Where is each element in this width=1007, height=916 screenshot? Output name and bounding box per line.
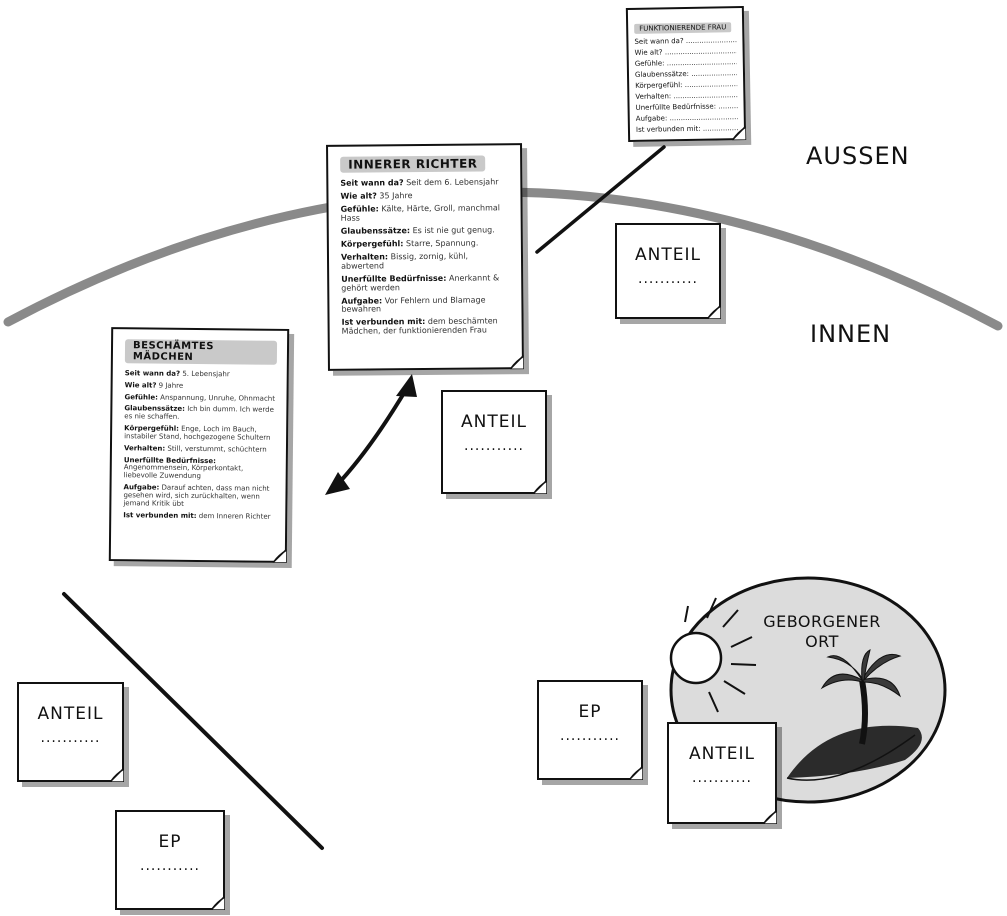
note-ep-left[interactable]: EP ........... (115, 810, 225, 910)
folded-corner-icon (707, 305, 721, 319)
sheet-row: Wie alt? ...............................… (634, 47, 737, 57)
sheet-title: INNERER RICHTER (340, 155, 486, 173)
sheet-ashamed-girl[interactable]: BESCHÄMTES MÄDCHEN Seit wann da? 5. Lebe… (108, 327, 290, 563)
note-ep-right[interactable]: EP ........... (537, 680, 643, 780)
sheet-row: Unerfüllte Bedürfnisse: ................… (635, 102, 738, 112)
sheet-inner-judge[interactable]: INNERER RICHTER Seit wann da? Seit dem 6… (326, 143, 524, 371)
sheet-row: Aufgabe: Darauf achten, dass man nicht g… (123, 483, 270, 508)
sheet-row: Ist verbunden mit: dem Inneren Richter (123, 510, 271, 521)
note-title: EP (578, 702, 602, 722)
sheet-row: Ist verbunden mit: ..................... (635, 124, 739, 134)
sheet-row: Seit wann da? ..........................… (634, 36, 737, 46)
zone-label-outer: AUSSEN (806, 142, 910, 170)
note-placeholder: ........... (464, 438, 524, 454)
folded-corner-icon (110, 768, 124, 782)
sheet-row: Verhalten: Bissig, zornig, kühl, abwerte… (340, 251, 469, 271)
note-anteil-center[interactable]: ANTEIL ........... (441, 390, 547, 494)
folded-corner-icon (509, 355, 524, 370)
safe-place-island (669, 576, 947, 804)
sheet-row: Ist verbunden mit: dem beschämten Mädche… (341, 316, 498, 337)
note-anteil-left[interactable]: ANTEIL ........... (17, 682, 124, 782)
sheet-row: Verhalten: Still, verstummt, schüchtern (123, 444, 267, 454)
sheet-row: Körpergefühl: Enge, Loch im Bauch, insta… (124, 424, 271, 442)
sheet-row: Seit wann da? Seit dem 6. Lebensjahr (340, 177, 499, 188)
note-placeholder: ........... (638, 271, 698, 287)
sheet-row: Glaubenssätze: Es ist nie gut genug. (340, 225, 495, 236)
folded-corner-icon (629, 766, 643, 780)
sun-icon (669, 597, 757, 713)
zone-label-inner: INNEN (810, 320, 892, 348)
sheet-row: Aufgabe: Vor Fehlern und Blamage bewahre… (341, 295, 486, 315)
safe-place-line2: ORT (805, 632, 839, 651)
note-placeholder: ........... (560, 728, 620, 744)
folded-corner-icon (211, 896, 225, 910)
sheet-row: Gefühle: Anspannung, Unruhe, Ohnmacht (124, 392, 276, 403)
sheet-title: BESCHÄMTES MÄDCHEN (124, 339, 278, 365)
folded-corner-icon (272, 548, 287, 563)
sheet-row: Gefühle: Kälte, Härte, Groll, manchmal H… (340, 203, 501, 223)
sheet-title: FUNKTIONIERENDE FRAU (634, 22, 732, 34)
sheet-row: Unerfüllte Bedürfnisse: Anerkannt & gehö… (341, 272, 500, 293)
connector-line-top (535, 145, 666, 254)
divider-line (62, 592, 324, 850)
note-title: ANTEIL (689, 744, 755, 764)
sheet-functioning-woman[interactable]: FUNKTIONIERENDE FRAU Seit wann da? .....… (625, 5, 747, 143)
sheet-row: Unerfüllte Bedürfnisse: Angenommensein, … (123, 455, 244, 481)
note-title: ANTEIL (461, 412, 527, 432)
note-placeholder: ........... (40, 730, 101, 746)
safe-place-label: GEBORGENER ORT (752, 612, 892, 652)
note-anteil-safe-place[interactable]: ANTEIL ........... (667, 722, 777, 824)
note-anteil-outer[interactable]: ANTEIL ........... (615, 223, 721, 319)
sheet-row: Seit wann da? 5. Lebensjahr (124, 369, 230, 379)
note-placeholder: ........... (140, 858, 200, 874)
sheet-row: Körpergefühl: ..........................… (635, 80, 738, 90)
note-placeholder: ........... (692, 770, 752, 786)
note-title: ANTEIL (635, 245, 701, 265)
sheet-row: Glaubenssätze: Ich bin dumm. Ich werde e… (124, 404, 274, 422)
folded-corner-icon (533, 480, 547, 494)
note-title: ANTEIL (37, 704, 104, 724)
note-title: EP (158, 832, 182, 852)
safe-place-line1: GEBORGENER (763, 612, 881, 631)
sheet-row: Aufgabe: ...............................… (635, 113, 738, 123)
sheet-row: Wie alt? 9 Jahre (124, 381, 184, 390)
sheet-row: Verhalten: .............................… (635, 91, 738, 101)
palm-tree-icon (820, 649, 902, 745)
sheet-row: Gefühle: ...............................… (634, 58, 737, 68)
folded-corner-icon (731, 125, 747, 141)
sheet-row: Körpergefühl: Starre, Spannung. (340, 238, 479, 249)
sheet-row: Wie alt? 35 Jahre (340, 191, 413, 201)
double-arrow-icon (325, 374, 417, 495)
sheet-row: Glaubenssätze: .........................… (634, 69, 738, 79)
folded-corner-icon (763, 810, 777, 824)
